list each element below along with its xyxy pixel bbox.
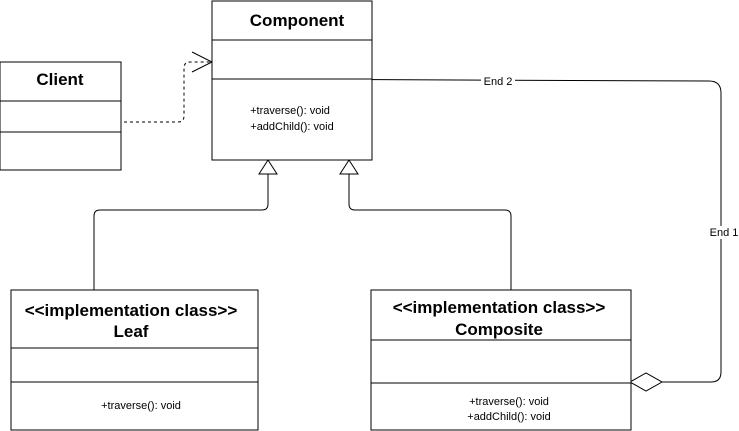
class-component[interactable]: Component +traverse(): void +addChild():… bbox=[211, 0, 373, 161]
composite-class-name: Composite bbox=[455, 320, 543, 339]
dependency-connector bbox=[124, 61, 210, 123]
class-client[interactable]: Client bbox=[0, 61, 122, 171]
generalization-triangle-icon bbox=[258, 159, 278, 175]
generalization-triangle-icon bbox=[339, 159, 359, 175]
leaf-stereotype: <<implementation class>> bbox=[25, 301, 238, 320]
aggregation-diamond-icon bbox=[628, 372, 664, 392]
leaf-operation: +traverse(): void bbox=[101, 400, 181, 412]
composite-stereotype: <<implementation class>> bbox=[393, 298, 606, 317]
component-operation: +addChild(): void bbox=[250, 121, 333, 133]
composite-operation: +addChild(): void bbox=[467, 411, 550, 423]
class-leaf[interactable]: <<implementation class>> Leaf +traverse(… bbox=[10, 289, 259, 431]
client-class-name: Client bbox=[36, 70, 84, 89]
end1-label: End 1 bbox=[710, 227, 739, 239]
component-operation: +traverse(): void bbox=[250, 105, 330, 117]
class-composite[interactable]: <<implementation class>> Composite +trav… bbox=[370, 289, 632, 431]
end2-label: End 2 bbox=[484, 76, 513, 88]
leaf-generalization-connector bbox=[93, 174, 269, 290]
leaf-class-name: Leaf bbox=[114, 322, 149, 341]
composite-generalization-connector bbox=[348, 174, 512, 290]
composite-operation: +traverse(): void bbox=[469, 396, 549, 408]
component-class-name: Component bbox=[250, 11, 345, 30]
